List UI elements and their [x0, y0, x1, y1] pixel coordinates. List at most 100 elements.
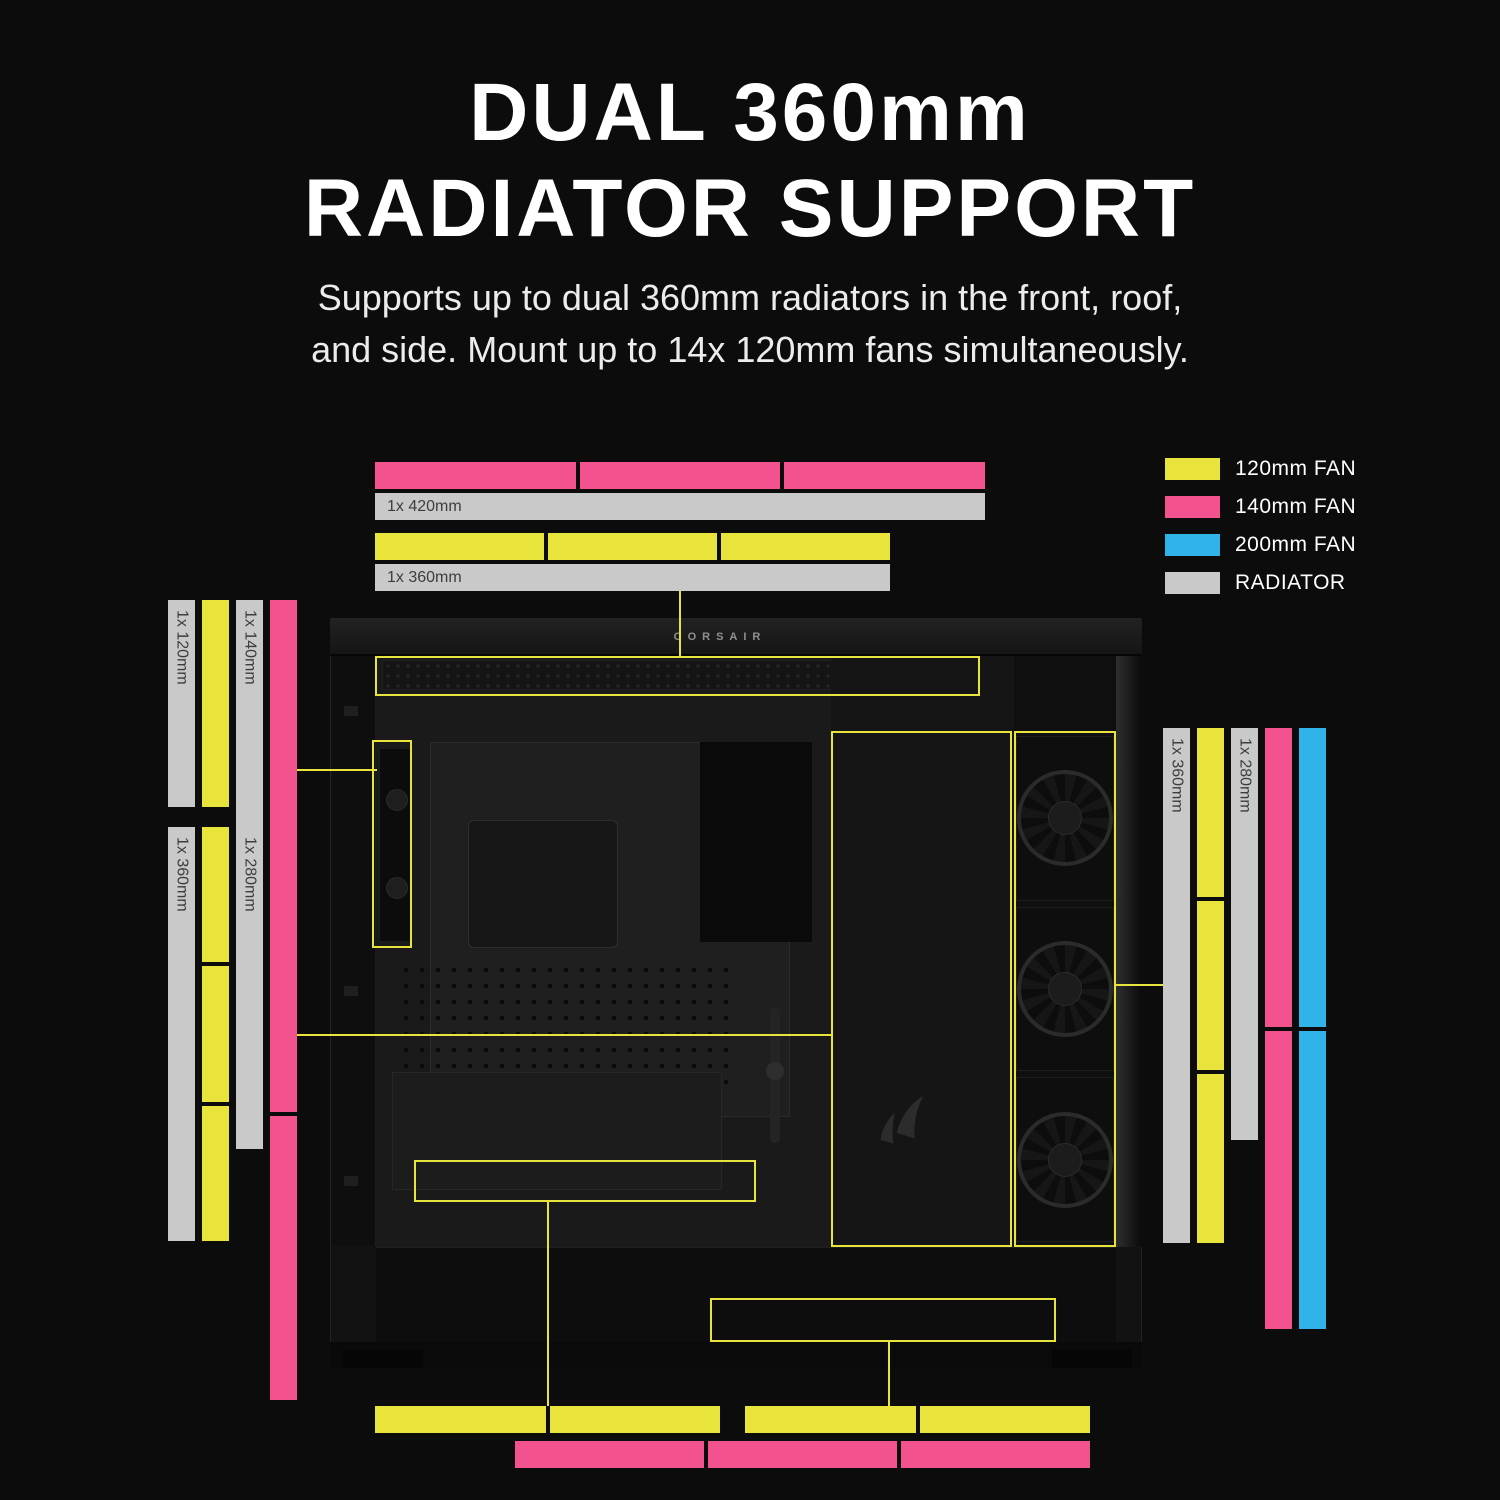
bar-roof-140mm-fans: [375, 462, 986, 489]
rear-connector: [297, 769, 377, 771]
rear-port-detail: [344, 1176, 358, 1186]
rear-exhaust-fan: [379, 748, 412, 942]
fan-hub-icon: [1048, 801, 1082, 836]
bar-size-label: 1x 420mm: [387, 497, 462, 515]
bar-segment: [1265, 728, 1292, 1027]
side-fan-icon: [1016, 906, 1114, 1072]
legend-swatch-fan120: [1165, 458, 1220, 480]
case-roof: [330, 618, 1142, 656]
bar-size-label: 1x 280mm: [1236, 738, 1254, 813]
highlight-shroud-mount-area: [414, 1160, 756, 1202]
bar-segment: [202, 966, 229, 1102]
bar-segment: [270, 827, 297, 1112]
side-fan-icon: [1016, 1077, 1114, 1243]
case-foot: [342, 1350, 422, 1368]
bar-side-280mm-radiator: 1x 280mm: [1231, 728, 1258, 1140]
page-title-line-1: DUAL 360mm: [469, 67, 1031, 158]
legend-swatch-fan200: [1165, 534, 1220, 556]
corsair-sail-icon: [873, 1093, 945, 1157]
bar-segment: [745, 1406, 916, 1433]
bar-side-120mm-fans: [1197, 728, 1224, 1243]
fan-ring-icon: [1017, 941, 1113, 1037]
bar-segment: [1197, 1074, 1224, 1243]
bar-segment: [901, 1441, 1090, 1468]
highlight-side-fan-mount-area: [1014, 731, 1116, 1247]
side-mount-panel: [831, 656, 1014, 1247]
bar-bottom-140mm-fans: [515, 1441, 1090, 1468]
legend-item: 140mm FAN: [1165, 495, 1356, 518]
roof-connector: [679, 591, 681, 657]
fan-ring-icon: [1017, 1111, 1113, 1208]
bar-segment: [549, 1406, 720, 1433]
subtitle-line-1: Supports up to dual 360mm radiators in t…: [317, 277, 1183, 318]
bar-rear-140mm-radiator: 1x 140mm: [236, 600, 263, 840]
front-connector: [297, 1034, 833, 1036]
highlight-bottom-mount-area: [710, 1298, 1056, 1342]
highlight-roof-mount-area: [375, 656, 980, 696]
cable-cover: [700, 742, 812, 942]
bar-bottom-120mm-fans-left: [375, 1406, 720, 1433]
bar-size-label: 1x 360mm: [173, 837, 191, 912]
bar-front-120mm-fans: [202, 827, 229, 1241]
legend-swatch-fan140: [1165, 496, 1220, 518]
bar-segment: [1231, 728, 1258, 1140]
bar-segment: [236, 600, 263, 840]
bar-segment: [1197, 901, 1224, 1070]
legend-item: 200mm FAN: [1165, 533, 1357, 556]
bar-roof-120mm-fans: [375, 533, 890, 560]
legend-item: 120mm FAN: [1165, 457, 1356, 480]
highlight-rear-mount-area: [372, 740, 412, 948]
shroud-connector: [547, 1202, 549, 1406]
legend-swatch-radiator: [1165, 572, 1220, 594]
bar-rear-120mm-fan: [202, 600, 229, 807]
bar-size-label: 1x 280mm: [241, 837, 259, 912]
bar-segment: [236, 827, 263, 1149]
bar-roof-360mm-radiator: 1x 360mm: [375, 564, 890, 591]
page-title-line-2: RADIATOR SUPPORT: [303, 163, 1197, 254]
bar-segment: [1299, 1030, 1326, 1329]
side-connector: [1116, 984, 1163, 986]
legend-label: 200mm FAN: [1235, 533, 1357, 556]
highlight-side-mount-area: [831, 731, 1012, 1247]
fan-hub-icon: [1048, 972, 1082, 1006]
psu-shroud: [376, 1247, 1116, 1342]
bar-size-label: 1x 120mm: [173, 610, 191, 685]
bar-front-360mm-radiator: 1x 360mm: [168, 827, 195, 1241]
bar-side-360mm-radiator: 1x 360mm: [1163, 728, 1190, 1243]
fan-hub-icon: [386, 877, 408, 899]
case-base: [330, 1342, 1142, 1368]
bar-segment: [168, 827, 195, 1241]
bar-segment: [721, 533, 890, 560]
bar-rear-140mm-fan: [270, 600, 297, 840]
legend-item: RADIATOR: [1165, 571, 1356, 594]
bar-segment: [375, 493, 985, 520]
bar-segment: [579, 462, 781, 489]
bar-segment: [375, 533, 544, 560]
bar-segment: [1299, 728, 1326, 1027]
bar-segment: [202, 600, 229, 807]
bar-size-label: 1x 360mm: [1168, 738, 1186, 813]
bar-front-140mm-fans: [270, 827, 297, 1400]
bar-front-280mm-radiator: 1x 280mm: [236, 827, 263, 1149]
side-fans: [1016, 733, 1114, 1245]
bar-segment: [202, 1105, 229, 1241]
bar-segment: [375, 564, 890, 591]
side-fan-icon: [1016, 736, 1114, 901]
bar-segment: [708, 1441, 897, 1468]
legend: 120mm FAN 140mm FAN 200mm FAN RADIATOR: [1165, 457, 1357, 610]
case-foot: [1052, 1350, 1132, 1368]
rear-port-detail: [344, 706, 358, 716]
legend-label: RADIATOR: [1235, 571, 1346, 594]
case-rear-panel: [332, 656, 376, 1246]
bar-segment: [1265, 1030, 1292, 1329]
bar-size-label: 1x 360mm: [387, 568, 462, 586]
bar-side-200mm-fans: [1299, 728, 1326, 1329]
front-glass-edge: [1116, 656, 1142, 1247]
gpu-support-knob: [766, 1062, 784, 1080]
fan-hub-icon: [1048, 1142, 1082, 1177]
rear-port-detail: [344, 986, 358, 996]
lower-tray: [392, 1072, 722, 1190]
bar-segment: [1163, 728, 1190, 1243]
bar-roof-420mm-radiator: 1x 420mm: [375, 493, 985, 520]
